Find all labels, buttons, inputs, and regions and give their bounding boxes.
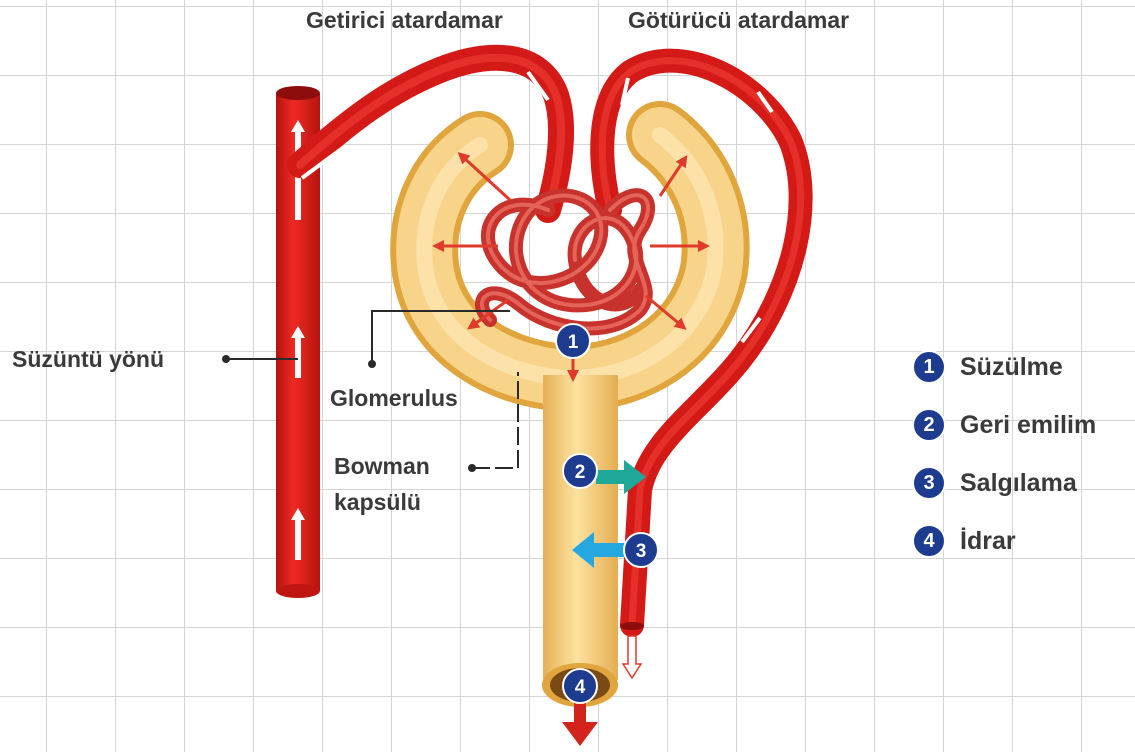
label-bowman-line2: kapsülü — [334, 488, 421, 516]
label-bowman-line1: Bowman — [334, 452, 430, 480]
badge-urine-number: 4 — [575, 677, 586, 698]
urine-arrow — [562, 700, 598, 746]
label-efferent-arteriole: Götürücü atardamar — [628, 6, 849, 34]
legend-label-filtration: Süzülme — [960, 352, 1063, 382]
badge-secretion-number: 3 — [636, 541, 647, 562]
legend-label-reabsorption: Geri emilim — [960, 410, 1096, 440]
label-filtrate-direction: Süzüntü yönü — [12, 345, 164, 373]
label-afferent-arteriole: Getirici atardamar — [306, 6, 503, 34]
badge-reabsorption-number: 2 — [575, 462, 586, 483]
glomerulus-tuft — [482, 195, 648, 328]
badge-secretion: 3 — [624, 533, 658, 567]
badge-urine: 4 — [563, 669, 597, 703]
badge-filtration-number: 1 — [568, 332, 579, 353]
legend-badge-2: 2 — [912, 408, 946, 442]
badge-reabsorption: 2 — [563, 454, 597, 488]
legend-badge-3: 3 — [912, 466, 946, 500]
renal-tubule — [542, 375, 618, 707]
legend-label-secretion: Salgılama — [960, 468, 1077, 498]
legend-badge-4: 4 — [912, 524, 946, 558]
legend-badge-1: 1 — [912, 350, 946, 384]
badge-filtration: 1 — [556, 324, 590, 358]
label-glomerulus: Glomerulus — [330, 384, 458, 412]
legend-label-urine: İdrar — [960, 526, 1016, 556]
